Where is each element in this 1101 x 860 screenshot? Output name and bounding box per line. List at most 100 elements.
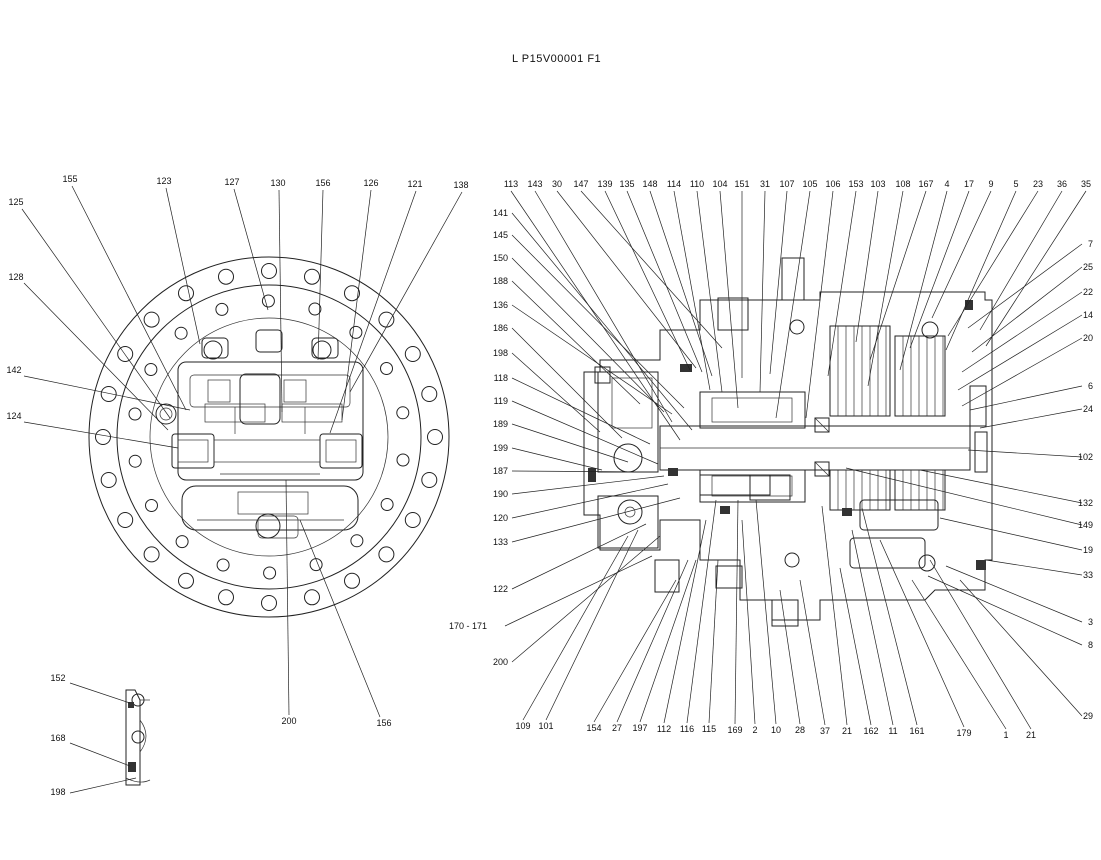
section-left-leader <box>511 535 661 663</box>
section-left-leader <box>511 483 669 519</box>
section-top-leader <box>855 190 879 343</box>
section-top-leader <box>626 190 703 373</box>
bolt-hole <box>144 363 158 376</box>
bolt-hole <box>175 535 189 549</box>
section-bottom-leader <box>799 579 826 726</box>
left-callout: 130 <box>270 178 285 188</box>
section-bottom-leader <box>851 529 894 726</box>
section-bottom-callout: 28 <box>795 725 805 735</box>
section-right-leader <box>919 469 1083 504</box>
bearing-ball-bottom <box>918 554 936 572</box>
section-bottom-callout: 101 <box>538 721 553 731</box>
section-left-callout: 119 <box>494 396 508 406</box>
section-top-leader <box>696 190 723 393</box>
section-right-callout: 24 <box>1083 404 1093 414</box>
section-right-leader <box>961 291 1083 373</box>
bolt-hole <box>421 386 438 402</box>
section-left-leader <box>511 400 659 465</box>
section-top-leader <box>534 190 673 423</box>
section-left-callout: 189 <box>493 419 508 429</box>
bolt-hole <box>143 546 160 563</box>
motor-housing-outline <box>583 291 993 621</box>
brake-valve-block <box>597 495 659 549</box>
section-bottom-leader <box>755 499 777 725</box>
section-left-leader <box>511 304 673 415</box>
left-leader <box>285 479 290 716</box>
left-leader <box>299 519 381 718</box>
section-bottom-leader <box>911 579 1007 730</box>
section-right-callout: 20 <box>1083 333 1093 343</box>
section-right-callout: 7 <box>1088 239 1093 249</box>
section-left-callout: 150 <box>493 253 508 263</box>
left-callout: 126 <box>363 178 378 188</box>
section-bottom-leader <box>593 579 677 723</box>
section-right-leader <box>945 565 1083 623</box>
section-top-leader <box>827 190 857 377</box>
bolt-hole <box>378 546 395 563</box>
bolt-hole <box>344 572 360 589</box>
section-right-callout: 29 <box>1083 711 1093 721</box>
section-bottom-leader <box>779 589 801 725</box>
bolt-hole <box>344 285 360 302</box>
section-bottom-leader <box>616 559 689 723</box>
left-leader <box>278 189 283 413</box>
section-right-callout: 8 <box>1088 640 1093 650</box>
drawing-code: L P15V00001 F1 <box>512 53 601 65</box>
section-bottom-leader <box>708 559 719 724</box>
left-callout: 127 <box>224 177 239 187</box>
section-bottom-leader <box>663 519 707 724</box>
section-bottom-callout: 2 <box>752 725 757 735</box>
section-left-leader <box>511 212 693 431</box>
bolt-hole <box>100 386 117 402</box>
detail-callout: 152 <box>50 673 65 683</box>
section-top-callout: 153 <box>848 179 863 189</box>
left-leader <box>71 185 187 411</box>
left-leader <box>341 189 372 421</box>
section-bottom-leader <box>929 559 1032 730</box>
cylinder-block-upper <box>699 391 806 429</box>
section-left-leader <box>511 327 623 439</box>
section-bottom-callout: 197 <box>632 723 647 733</box>
section-top-leader <box>899 190 948 371</box>
left-leader <box>21 208 171 419</box>
section-top-callout: 105 <box>802 179 817 189</box>
left-callout: 138 <box>453 180 468 190</box>
outer-bolt-holes <box>95 263 443 611</box>
section-right-leader <box>985 559 1083 576</box>
section-right-callout: 3 <box>1088 617 1093 627</box>
section-top-callout: 113 <box>504 179 518 189</box>
left-leader <box>23 421 179 449</box>
section-top-leader <box>945 190 1017 351</box>
section-top-callout: 167 <box>918 179 933 189</box>
section-top-leader <box>867 190 904 387</box>
left-callout: 125 <box>8 197 23 207</box>
section-top-callout: 5 <box>1013 179 1018 189</box>
section-top-leader <box>759 190 766 393</box>
section-top-leader <box>775 190 811 419</box>
section-top-callout: 106 <box>825 179 840 189</box>
section-top-leader <box>769 190 788 375</box>
section-right-callout: 19 <box>1083 545 1093 555</box>
bolt-hole <box>427 429 443 445</box>
section-right-leader <box>939 517 1083 551</box>
section-right-callout: 33 <box>1083 570 1093 580</box>
swash-piston <box>859 499 939 531</box>
bolt-hole <box>218 268 234 285</box>
section-right-callout: 6 <box>1088 381 1093 391</box>
section-top-callout: 30 <box>552 179 562 189</box>
section-left-callout: 187 <box>493 466 508 476</box>
section-left-callout: 136 <box>493 300 508 310</box>
bolt-hole <box>218 589 234 606</box>
bolt-hole <box>308 302 322 316</box>
section-bottom-callout: 116 <box>680 724 694 734</box>
detail-callout: 198 <box>50 787 65 797</box>
section-bottom-leader <box>821 505 848 726</box>
section-top-leader <box>985 190 1087 347</box>
section-bottom-leader <box>639 559 697 723</box>
bolt-hole <box>304 268 320 285</box>
bolt-hole <box>349 325 363 339</box>
section-left-callout: 198 <box>493 348 508 358</box>
